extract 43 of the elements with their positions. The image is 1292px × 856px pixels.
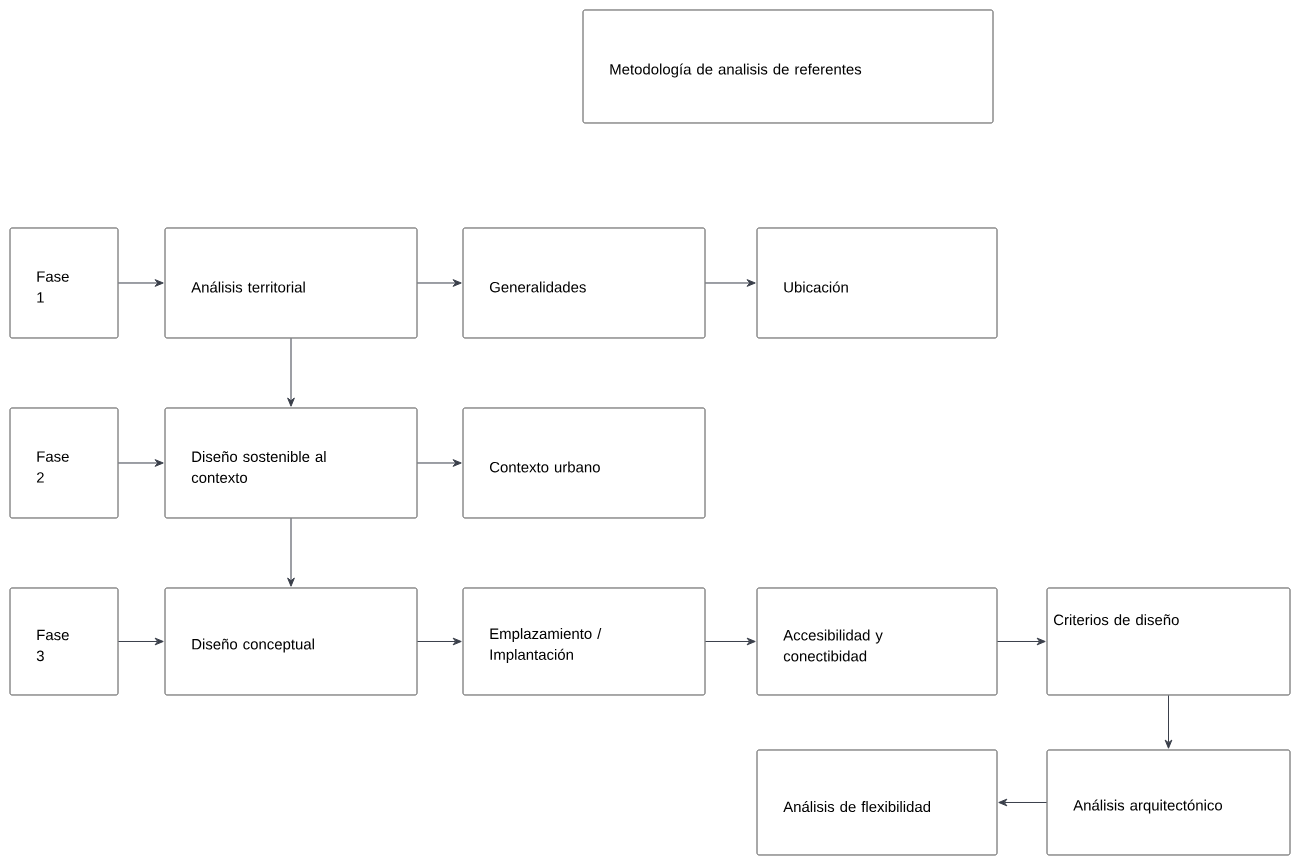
- process-box: [1046, 587, 1291, 696]
- arrow: [1164, 694, 1173, 749]
- process-box: [756, 227, 998, 339]
- arrow: [117, 459, 164, 467]
- process-box: [164, 587, 418, 696]
- box-text: Análisis territorial: [191, 281, 305, 293]
- box-text: Fase 1: [37, 271, 69, 303]
- arrow: [416, 459, 462, 467]
- box-text: Metodología de analisis de referentes: [610, 63, 862, 78]
- arrow: [416, 279, 462, 287]
- process-box: [9, 587, 119, 696]
- box-text: Fase 3: [36, 629, 69, 662]
- process-box: [462, 407, 706, 519]
- box-text: Fase 2: [36, 451, 69, 483]
- process-box: [756, 587, 998, 696]
- box-text: Análisis de flexibilidad: [783, 800, 931, 813]
- process-box: [164, 227, 418, 339]
- process-box: [1046, 749, 1291, 856]
- process-box: [756, 749, 998, 856]
- arrow: [704, 279, 756, 287]
- process-box: [9, 407, 119, 519]
- process-box: [462, 227, 706, 339]
- process-box: [9, 227, 119, 339]
- arrow: [996, 637, 1046, 646]
- process-box: [462, 587, 706, 696]
- arrow: [287, 517, 295, 587]
- box-text: Criterios de diseño: [1053, 614, 1179, 626]
- box-text: Diseño conceptual: [192, 638, 314, 653]
- arrow: [117, 279, 164, 287]
- arrow: [704, 637, 756, 646]
- arrow: [998, 798, 1048, 807]
- box-text: Accesibilidad y conectibidad: [783, 629, 883, 662]
- box-text: Generalidades: [489, 281, 586, 293]
- arrow: [287, 337, 295, 407]
- process-box: [164, 407, 418, 519]
- box-text: Emplazamiento / Implantación: [490, 628, 602, 663]
- arrow: [117, 637, 164, 646]
- box-text: Análisis arquitectónico: [1073, 799, 1223, 814]
- box-text: Ubicación: [784, 281, 848, 293]
- arrow: [416, 637, 462, 646]
- box-text: Diseño sostenible al contexto: [191, 451, 326, 483]
- title-box: [582, 9, 994, 124]
- box-text: Contexto urbano: [489, 461, 600, 473]
